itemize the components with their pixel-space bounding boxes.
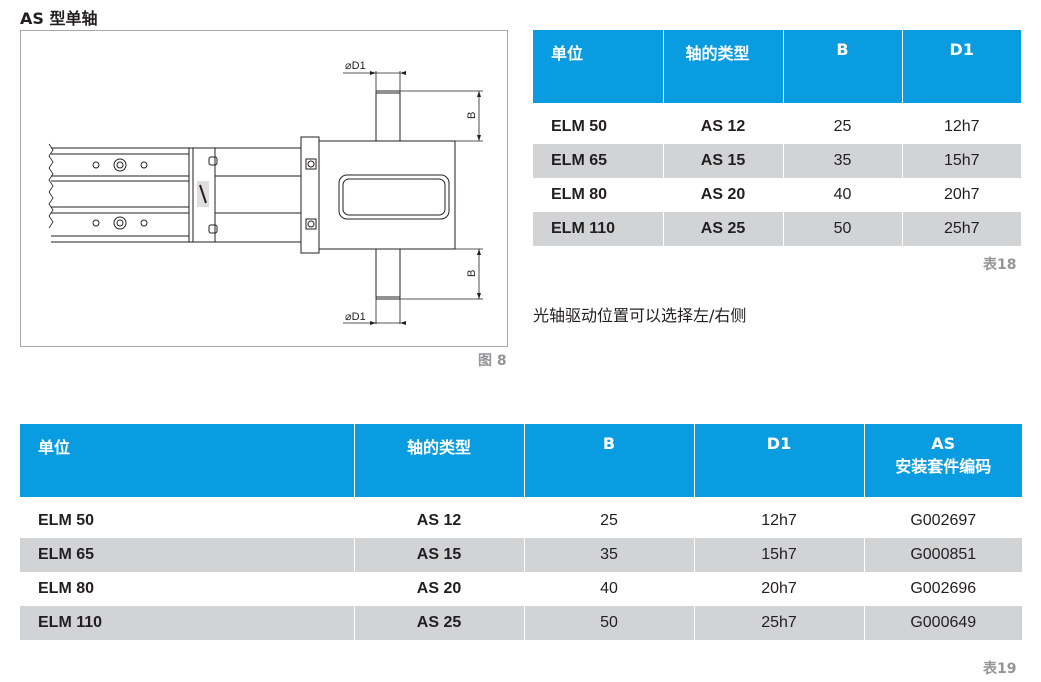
t19-header-kit-line2: 安装套件编码 <box>895 457 992 476</box>
t19-header-kit-code: AS 安装套件编码 <box>864 424 1022 497</box>
cell-axis-type: AS 15 <box>663 144 784 178</box>
technical-drawing: ⌀D1 ⌀D1 B B <box>20 30 508 347</box>
table-row: ELM 110 AS 25 50 25h7 G000649 <box>20 606 1022 640</box>
cell-unit: ELM 65 <box>20 538 355 572</box>
table-19-caption: 表19 <box>983 661 1017 677</box>
cell-kit-code: G002697 <box>864 504 1022 538</box>
cell-axis-type: AS 25 <box>354 606 525 640</box>
table-18-caption: 表18 <box>983 257 1017 273</box>
cell-b: 50 <box>524 606 695 640</box>
t19-header-unit: 单位 <box>20 424 355 497</box>
cell-unit: ELM 80 <box>20 572 355 606</box>
d1-top-label: ⌀D1 <box>345 60 366 72</box>
b-top-label: B <box>466 112 478 119</box>
cell-b: 40 <box>783 178 903 212</box>
cell-d1: 15h7 <box>902 144 1021 178</box>
cell-kit-code: G000649 <box>864 606 1022 640</box>
drawing-svg: ⌀D1 ⌀D1 B B <box>48 60 483 325</box>
table-row: ELM 80 AS 20 40 20h7 <box>533 178 1021 212</box>
cell-unit: ELM 50 <box>20 504 355 538</box>
cell-b: 35 <box>524 538 695 572</box>
t19-header-axis-type: 轴的类型 <box>354 424 525 497</box>
cell-axis-type: AS 25 <box>663 212 784 246</box>
cell-unit: ELM 110 <box>20 606 355 640</box>
t18-header-unit: 单位 <box>533 30 664 103</box>
cell-d1: 15h7 <box>694 538 865 572</box>
table-row: ELM 65 AS 15 35 15h7 <box>533 144 1021 178</box>
cell-unit: ELM 50 <box>533 110 664 144</box>
t18-header-d1: D1 <box>902 30 1021 103</box>
cell-d1: 20h7 <box>694 572 865 606</box>
table-18: 单位 轴的类型 B D1 ELM 50 AS 12 25 12h7 ELM 65… <box>533 30 1021 246</box>
table-row: ELM 110 AS 25 50 25h7 <box>533 212 1021 246</box>
cell-axis-type: AS 12 <box>354 504 525 538</box>
t19-header-d1: D1 <box>694 424 865 497</box>
t19-header-b: B <box>524 424 695 497</box>
cell-b: 25 <box>783 110 903 144</box>
cell-unit: ELM 80 <box>533 178 664 212</box>
cell-d1: 20h7 <box>902 178 1021 212</box>
cell-d1: 25h7 <box>694 606 865 640</box>
t18-header-axis-type: 轴的类型 <box>663 30 784 103</box>
figure-caption: 图 8 <box>478 353 507 369</box>
t18-header-b: B <box>783 30 903 103</box>
cell-axis-type: AS 20 <box>663 178 784 212</box>
cell-axis-type: AS 12 <box>663 110 784 144</box>
cell-unit: ELM 65 <box>533 144 664 178</box>
table-row: ELM 50 AS 12 25 12h7 G002697 <box>20 504 1022 538</box>
cell-d1: 12h7 <box>902 110 1021 144</box>
t19-header-kit-line1: AS <box>931 434 956 453</box>
section-title: AS 型单轴 <box>20 9 98 28</box>
cell-d1: 12h7 <box>694 504 865 538</box>
cell-d1: 25h7 <box>902 212 1021 246</box>
table-19: 单位 轴的类型 B D1 AS 安装套件编码 ELM 50 AS 12 25 1… <box>20 424 1022 640</box>
table-row: ELM 65 AS 15 35 15h7 G000851 <box>20 538 1022 572</box>
cell-b: 35 <box>783 144 903 178</box>
cell-kit-code: G000851 <box>864 538 1022 572</box>
table-row: ELM 80 AS 20 40 20h7 G002696 <box>20 572 1022 606</box>
cell-kit-code: G002696 <box>864 572 1022 606</box>
cell-axis-type: AS 15 <box>354 538 525 572</box>
cell-axis-type: AS 20 <box>354 572 525 606</box>
cell-b: 50 <box>783 212 903 246</box>
cell-unit: ELM 110 <box>533 212 664 246</box>
cell-b: 25 <box>524 504 695 538</box>
cell-b: 40 <box>524 572 695 606</box>
shaft-position-note: 光轴驱动位置可以选择左/右侧 <box>533 306 747 325</box>
d1-bottom-label: ⌀D1 <box>345 311 366 323</box>
b-bottom-label: B <box>466 270 478 277</box>
table-row: ELM 50 AS 12 25 12h7 <box>533 110 1021 144</box>
